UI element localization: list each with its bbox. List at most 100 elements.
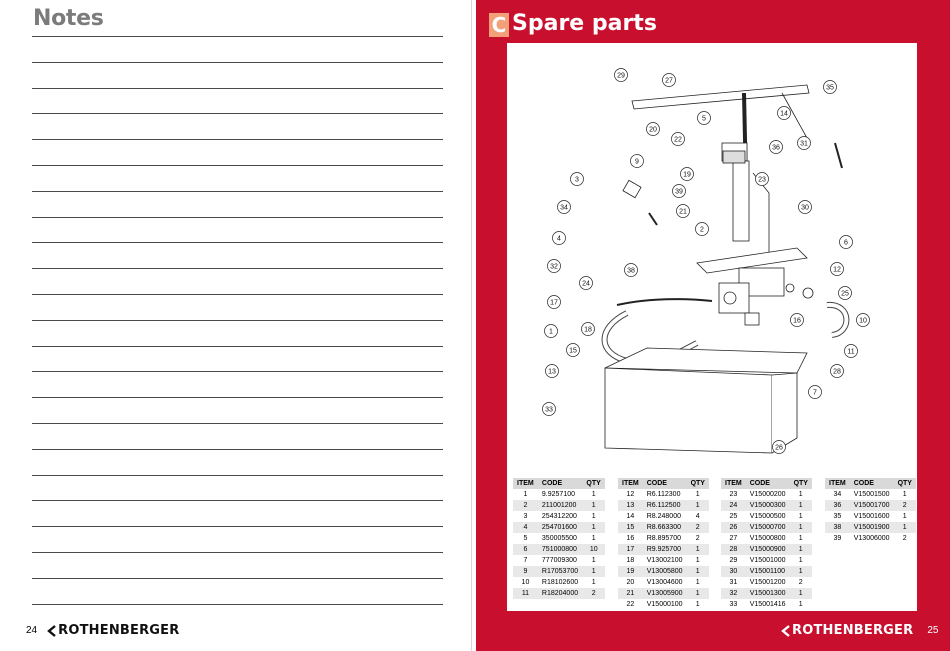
table-cell-item: 15 — [618, 522, 643, 533]
table-cell-item: 39 — [833, 535, 842, 542]
column-header: ITEM — [721, 478, 746, 489]
page-number: 25 — [927, 625, 939, 636]
table-cell-code: R18102600 — [541, 579, 579, 586]
table-row: 39 V13006000 2 — [825, 533, 916, 544]
rothenberger-logo-icon — [781, 624, 790, 637]
table-cell-item: 17 — [618, 544, 643, 555]
note-line — [32, 319, 443, 321]
column-header: QTY — [893, 478, 916, 489]
table-cell-qty: 1 — [695, 601, 700, 608]
table-cell-qty: 1 — [591, 557, 596, 564]
callout-label: 18 — [584, 326, 592, 333]
callout-label: 7 — [813, 389, 817, 396]
callout-circle — [579, 276, 593, 290]
section-title: Spare parts — [512, 11, 657, 36]
note-line — [32, 500, 443, 502]
table-cell-code: V15001300 — [745, 588, 790, 599]
callout-label: 21 — [679, 208, 687, 215]
table-cell-item: 10 — [521, 579, 530, 586]
table-cell-code: V13002100 — [646, 557, 683, 564]
callout-circle — [547, 295, 561, 309]
table-cell-qty: 1 — [582, 500, 605, 511]
table-cell-item: 13 — [618, 500, 643, 511]
table-cell-code: R6.112300 — [646, 491, 681, 498]
callout-circle — [630, 154, 644, 168]
table-cell-code: 254701600 — [537, 522, 583, 533]
callout-label: 10 — [859, 317, 867, 324]
column-header: CODE — [745, 478, 790, 489]
callout-circle — [769, 140, 783, 154]
table-cell-item: 22 — [626, 601, 635, 608]
note-line — [32, 423, 443, 424]
callout-label: 26 — [775, 444, 783, 451]
table-cell-code: V15001200 — [749, 579, 786, 586]
callout-circle — [646, 122, 660, 136]
callout-circle — [672, 184, 686, 198]
column-header: ITEM — [825, 478, 850, 489]
table-cell-code: V15000200 — [749, 491, 786, 498]
callout-circle — [547, 259, 561, 273]
table-cell-item: 27 — [729, 535, 738, 542]
table-cell-qty: 1 — [582, 522, 605, 533]
page-number: 24 — [26, 625, 38, 636]
table-cell-qty: 2 — [695, 535, 700, 542]
section-badge: C — [489, 13, 509, 37]
table-cell-qty: 1 — [695, 557, 700, 564]
note-line — [32, 577, 443, 579]
table-cell-qty: 1 — [591, 513, 596, 520]
table-cell-code: V13006000 — [853, 535, 890, 542]
left-footer: 24 ROTHENBERGER — [26, 623, 179, 638]
table-cell-qty: 2 — [686, 522, 709, 533]
callout-circle — [662, 73, 676, 87]
callout-label: 39 — [675, 188, 683, 195]
table-cell-code: V15001416 — [749, 601, 786, 608]
table-cell-qty: 1 — [798, 491, 803, 498]
column-header: QTY — [686, 478, 709, 489]
note-line — [32, 294, 443, 295]
brand-name: ROTHENBERGER — [792, 623, 914, 638]
table-cell-qty: 2 — [902, 535, 907, 542]
callout-circle — [838, 286, 852, 300]
callout-circle — [856, 313, 870, 327]
content-panel — [507, 43, 917, 611]
note-line — [32, 242, 443, 244]
callout-circle — [755, 172, 769, 186]
table-cell-item: 30 — [721, 566, 746, 577]
table-cell-qty: 1 — [798, 601, 803, 608]
callout-circle — [680, 167, 694, 181]
callout-label: 34 — [560, 204, 568, 211]
callout-circle — [624, 263, 638, 277]
note-line — [32, 552, 443, 553]
table-cell-code: V15000900 — [745, 544, 790, 555]
callout-label: 23 — [758, 176, 766, 183]
note-line — [32, 603, 443, 605]
callout-circle — [566, 343, 580, 357]
table-cell-code: V15001100 — [745, 566, 790, 577]
note-line — [32, 113, 443, 115]
table-cell-item: 26 — [721, 522, 746, 533]
callout-circle — [798, 200, 812, 214]
table-cell-qty: 1 — [686, 544, 709, 555]
column-header: QTY — [582, 478, 605, 489]
